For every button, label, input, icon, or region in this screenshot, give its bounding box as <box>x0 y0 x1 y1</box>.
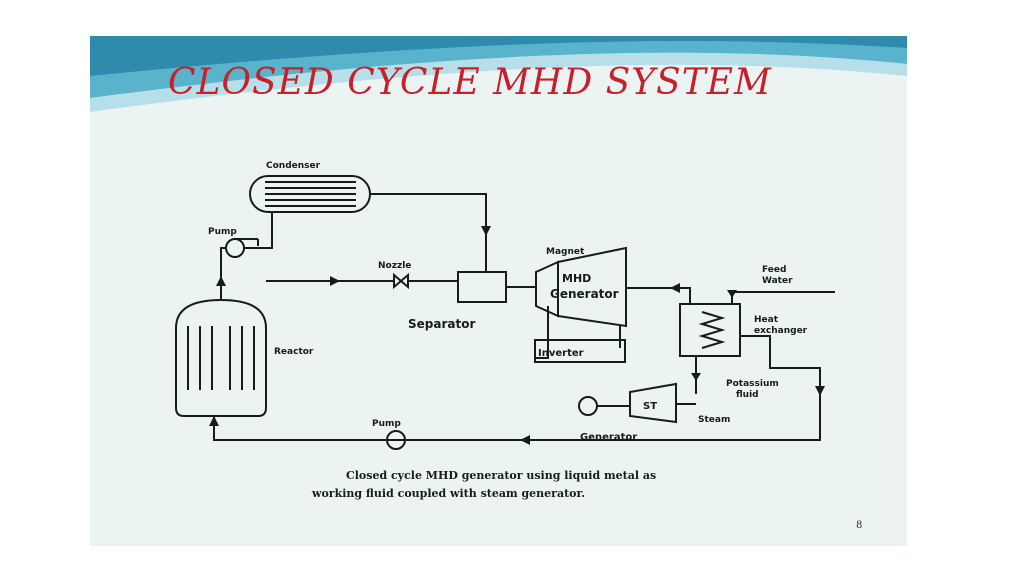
page-number: 8 <box>856 520 863 531</box>
label-feed-line1: Feed <box>762 265 786 275</box>
condenser-unit <box>249 175 371 213</box>
label-reactor: Reactor <box>274 347 314 357</box>
steam-turbine <box>629 382 677 424</box>
label-magnet: Magnet <box>546 247 585 257</box>
label-potassium-line2: fluid <box>736 390 759 400</box>
slide: CLOSED CYCLE MHD SYSTEM <box>90 36 907 546</box>
turbine-generator-circle <box>578 396 598 416</box>
reactor-vessel <box>175 298 267 417</box>
label-potassium-line1: Potassium <box>726 379 779 389</box>
label-generator: Generator <box>580 432 637 443</box>
inverter-box <box>534 339 626 363</box>
label-st: ST <box>643 401 657 412</box>
label-mhd-line1: MHD <box>562 272 591 285</box>
label-heat-line1: Heat <box>754 315 779 325</box>
slide-title: CLOSED CYCLE MHD SYSTEM <box>168 62 772 103</box>
label-feed-line2: Water <box>762 276 793 286</box>
diagram-caption-line-2: working fluid coupled with steam generat… <box>312 487 586 500</box>
label-nozzle: Nozzle <box>378 261 411 271</box>
heat-exchanger-unit <box>679 303 741 357</box>
label-separator: Separator <box>408 317 475 331</box>
mhd-generator-duct <box>557 246 627 328</box>
diagram-caption-line-1: Closed cycle MHD generator using liquid … <box>346 469 657 482</box>
label-inverter: Inverter <box>538 348 584 359</box>
separator-box <box>457 271 507 303</box>
mhd-system-diagram: Condenser Pump Nozzle Separator Magnet M… <box>175 161 835 450</box>
label-pump-top: Pump <box>208 227 237 237</box>
label-heat-line2: exchanger <box>754 326 808 336</box>
label-condenser: Condenser <box>266 161 321 171</box>
label-pump-bottom: Pump <box>372 419 401 429</box>
header-swoosh <box>90 36 907 112</box>
label-mhd-line2: Generator <box>550 287 619 301</box>
label-steam: Steam <box>698 415 730 425</box>
